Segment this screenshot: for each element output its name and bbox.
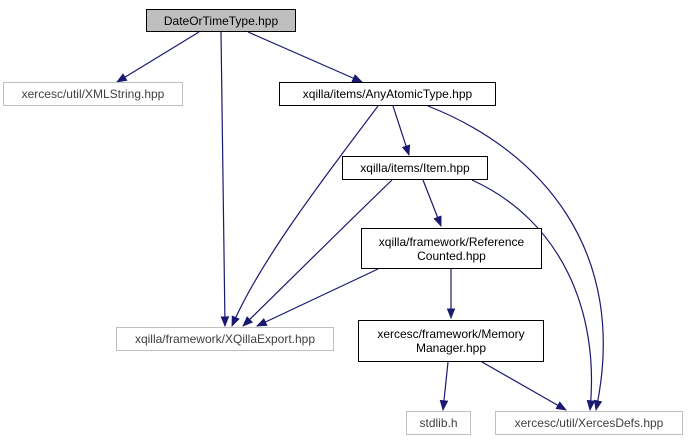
edge-anyatomic-to-item — [392, 105, 411, 157]
node-label: xercesc/util/XercesDefs.hpp — [514, 416, 664, 430]
node-label-line1: xercesc/framework/Memory — [377, 327, 525, 341]
edge-memmanager-to-stdlib — [439, 361, 449, 412]
node-label: DateOrTimeType.hpp — [163, 13, 279, 28]
node-label: xqilla/items/Item.hpp — [360, 161, 470, 175]
node-xmlstring-hpp[interactable]: xercesc/util/XMLString.hpp — [3, 82, 183, 106]
node-label: xqilla/framework/XQillaExport.hpp — [134, 332, 316, 346]
edge-refcounted-to-xqillaexport — [256, 268, 379, 327]
edge-anyatomic-to-xqillaexport — [231, 105, 379, 327]
edge-root-to-xmlstring — [116, 31, 200, 83]
node-label: xqilla/items/AnyAtomicType.hpp — [302, 87, 473, 101]
edge-memmanager-to-xercesdefs — [481, 361, 567, 411]
node-anyatomictype-hpp[interactable]: xqilla/items/AnyAtomicType.hpp — [279, 82, 496, 106]
edge-item-to-refcounted — [422, 179, 442, 228]
node-xqillaexport-hpp[interactable]: xqilla/framework/XQillaExport.hpp — [116, 327, 334, 351]
node-label: xercesc/util/XMLString.hpp — [21, 87, 165, 101]
edge-root-to-anyatomic — [247, 31, 363, 83]
node-referencecounted-hpp[interactable]: xqilla/framework/Reference Counted.hpp — [361, 228, 542, 269]
node-dateortimetype-hpp[interactable]: DateOrTimeType.hpp — [146, 9, 296, 32]
node-label-line2: Counted.hpp — [417, 248, 486, 263]
node-stdlib-h[interactable]: stdlib.h — [406, 411, 471, 435]
node-memorymanager-hpp[interactable]: xercesc/framework/Memory Manager.hpp — [358, 320, 544, 362]
edge-root-to-xqillaexport — [220, 31, 230, 328]
node-xercesdefs-hpp[interactable]: xercesc/util/XercesDefs.hpp — [495, 411, 683, 435]
node-item-hpp[interactable]: xqilla/items/Item.hpp — [342, 156, 488, 180]
edge-item-to-xercesdefs — [471, 179, 596, 412]
node-label: stdlib.h — [419, 416, 458, 430]
edge-anyatomic-to-xercesdefs — [427, 105, 604, 412]
node-label-line1: xqilla/framework/Reference — [378, 234, 525, 249]
node-label-line2: Manager.hpp — [415, 341, 487, 355]
edge-item-to-xqillaexport — [242, 179, 393, 327]
